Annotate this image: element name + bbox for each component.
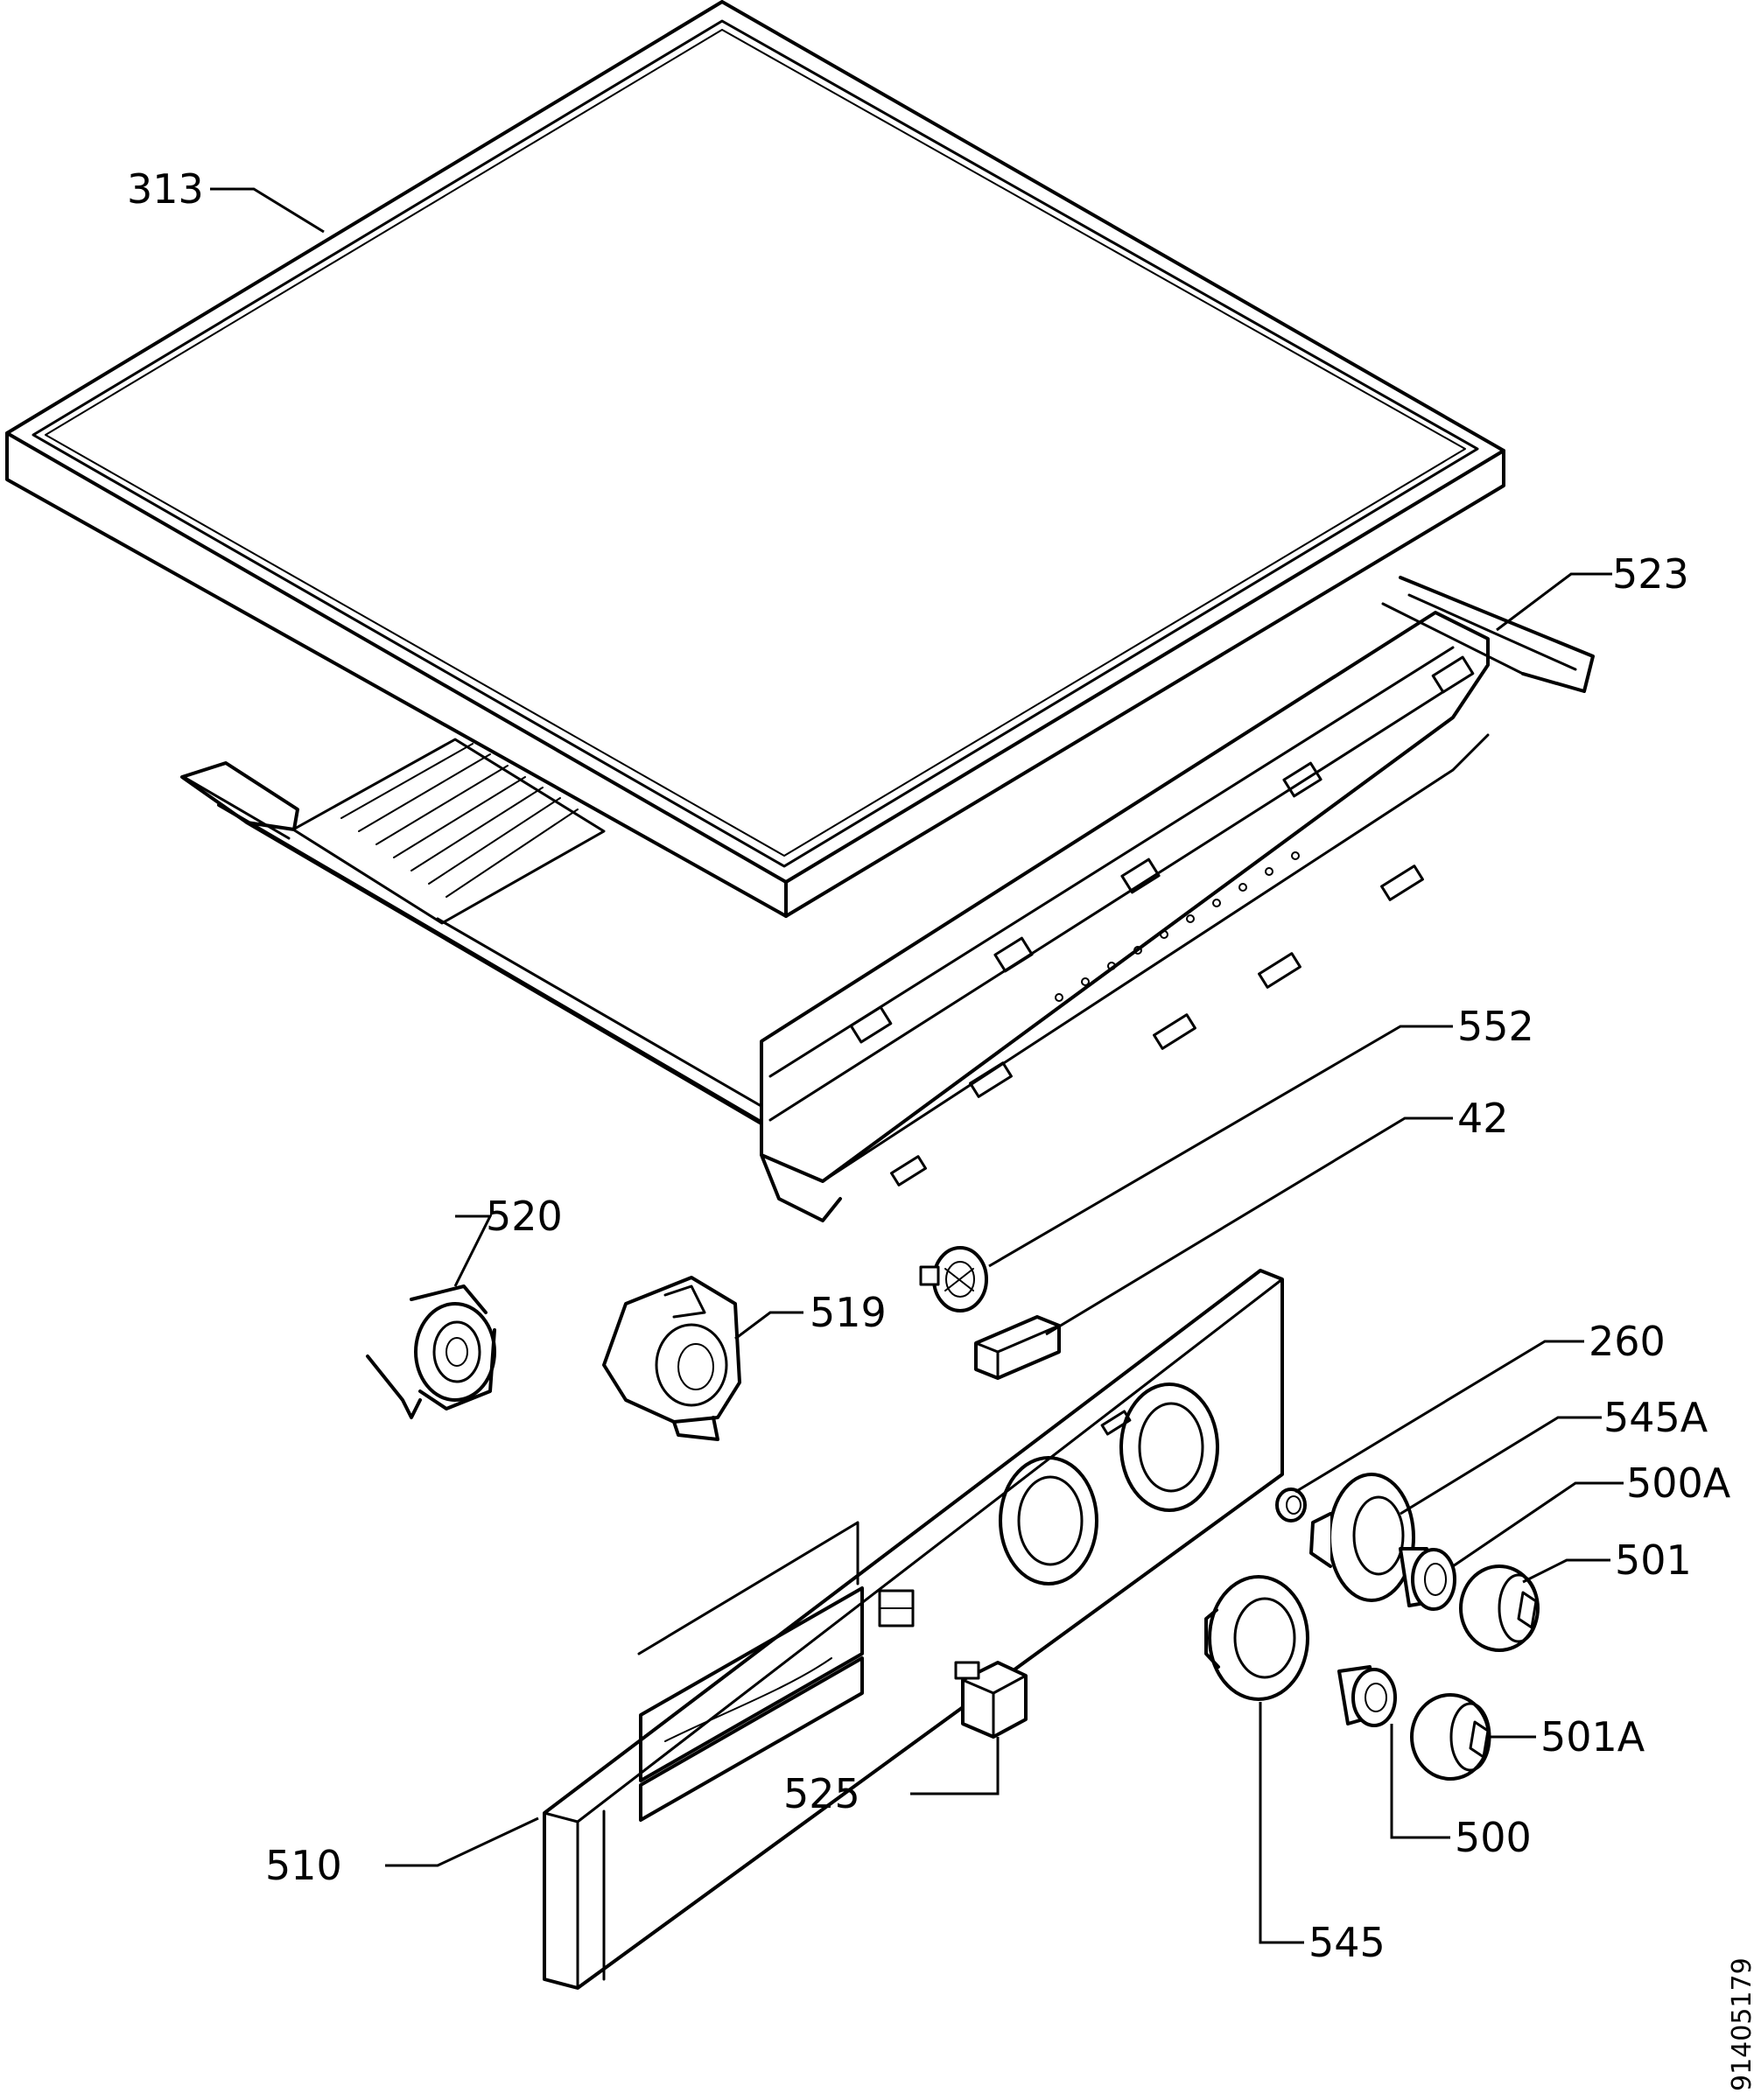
callout-523: 523 bbox=[1612, 550, 1689, 598]
leader-lines bbox=[210, 187, 1624, 1944]
knob-501a-drawing bbox=[1410, 1693, 1491, 1781]
document-number: 91405179 bbox=[1727, 1957, 1757, 2091]
ring-545a-drawing bbox=[1309, 1473, 1415, 1602]
spring-260-drawing bbox=[1275, 1488, 1307, 1522]
callout-519: 519 bbox=[810, 1289, 887, 1336]
shaft-500a-drawing bbox=[1399, 1547, 1456, 1611]
switch-42-drawing bbox=[974, 1315, 1061, 1380]
callout-500a: 500A bbox=[1626, 1460, 1731, 1507]
callouts: 313 523 552 42 520 519 260 545A 500A 501… bbox=[127, 165, 1731, 1966]
frame-rail-drawing bbox=[180, 576, 1595, 1222]
callout-500: 500 bbox=[1455, 1814, 1532, 1861]
ring-545-drawing bbox=[1204, 1575, 1309, 1701]
callout-501a: 501A bbox=[1540, 1713, 1645, 1760]
callout-501: 501 bbox=[1615, 1536, 1692, 1584]
top-lid-drawing bbox=[5, 0, 1505, 918]
knob-501-drawing bbox=[1459, 1564, 1540, 1652]
callout-42: 42 bbox=[1457, 1095, 1509, 1142]
callout-313: 313 bbox=[127, 165, 204, 213]
callout-525: 525 bbox=[783, 1770, 860, 1817]
callout-545a: 545A bbox=[1603, 1394, 1708, 1441]
shaft-500-drawing bbox=[1337, 1665, 1397, 1727]
callout-545: 545 bbox=[1308, 1919, 1386, 1966]
connector-525-drawing bbox=[954, 1661, 1028, 1739]
knob-552-drawing bbox=[919, 1246, 988, 1312]
callout-260: 260 bbox=[1589, 1318, 1666, 1365]
callout-552: 552 bbox=[1457, 1003, 1534, 1050]
cam-519-drawing bbox=[602, 1276, 741, 1441]
callout-520: 520 bbox=[486, 1193, 563, 1240]
callout-510: 510 bbox=[265, 1842, 342, 1889]
control-panel-510-drawing bbox=[543, 1269, 1284, 1990]
switch-520-drawing bbox=[366, 1284, 496, 1419]
